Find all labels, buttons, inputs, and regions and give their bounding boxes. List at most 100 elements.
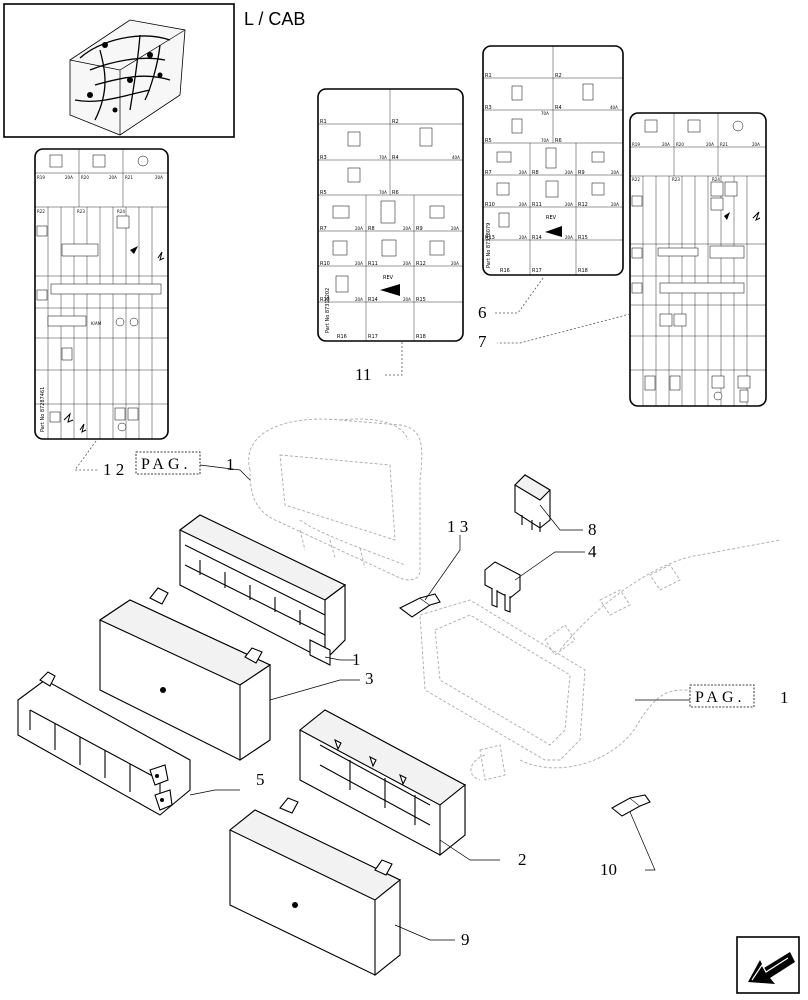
svg-text:R24: R24 [712, 177, 720, 182]
part-9-cover-lower [228, 797, 402, 977]
svg-text:R23: R23 [672, 177, 680, 182]
svg-text:20A: 20A [155, 175, 163, 180]
thumbnail-panel [3, 3, 235, 138]
svg-text:20A: 20A [565, 202, 573, 207]
svg-text:20A: 20A [403, 261, 411, 266]
callout-12: 1 2 [103, 460, 124, 479]
svg-text:R8: R8 [532, 170, 539, 176]
part-8-relay [514, 474, 551, 532]
svg-text:R20: R20 [676, 142, 684, 147]
svg-text:R21: R21 [125, 175, 133, 180]
page-reference-a[interactable]: PAG. 1 [135, 451, 235, 475]
svg-text:R19: R19 [632, 142, 640, 147]
relay-card-6: R1 R2 R3 70A R4 40A R5 70A R6 R7 20A R8 … [482, 45, 624, 276]
part-4-fuse [484, 561, 521, 613]
svg-text:20A: 20A [451, 261, 459, 266]
section-title: L / CAB [244, 9, 305, 29]
callout-7: 7 [478, 332, 487, 351]
callout-2: 2 [518, 850, 527, 869]
svg-text:1: 1 [780, 688, 789, 707]
svg-text:R6: R6 [392, 190, 399, 196]
svg-text:40A: 40A [610, 105, 618, 110]
kam-icon-label: K/AM [91, 321, 102, 326]
svg-text:R14: R14 [368, 297, 378, 303]
svg-text:R10: R10 [485, 202, 495, 208]
svg-text:R10: R10 [320, 261, 330, 267]
leader-card-7 [497, 313, 631, 344]
svg-text:70A: 70A [379, 190, 387, 195]
svg-text:R1: R1 [485, 73, 492, 79]
svg-text:Part No 87338079: Part No 87338079 [486, 223, 492, 268]
leader-card-6 [495, 277, 544, 314]
leader-2 [439, 839, 500, 861]
svg-text:R19: R19 [37, 175, 45, 180]
svg-text:R4: R4 [555, 105, 562, 111]
part-5-bracket [17, 671, 191, 816]
svg-text:R8: R8 [368, 226, 375, 232]
leader-5 [189, 789, 240, 796]
svg-text:R5: R5 [485, 138, 492, 144]
svg-text:R4: R4 [392, 155, 399, 161]
svg-text:20A: 20A [403, 226, 411, 231]
callout-10: 10 [600, 860, 617, 879]
relay-card-11: R1 R2 R3 70A R4 40A R5 70A R6 R7 20A R8 … [317, 88, 464, 342]
svg-text:R13: R13 [320, 297, 330, 303]
svg-text:R12: R12 [416, 261, 426, 267]
svg-text:R18: R18 [416, 334, 426, 340]
ghost-fuse-box-frame-lower [419, 539, 781, 781]
svg-text:R15: R15 [416, 297, 426, 303]
leader-card-12 [74, 440, 98, 471]
svg-text:20A: 20A [752, 142, 760, 147]
part-1-relay-holder [178, 514, 347, 666]
svg-text:R11: R11 [368, 261, 378, 267]
part-13-terminal [398, 593, 441, 618]
rev-icon-label: REV [546, 215, 557, 221]
svg-text:20A: 20A [662, 142, 670, 147]
part-2-relay-holder-lower [299, 709, 466, 857]
svg-text:R2: R2 [392, 119, 399, 125]
svg-text:70A: 70A [379, 155, 387, 160]
svg-text:R13: R13 [485, 235, 495, 241]
leader-4 [514, 551, 585, 581]
svg-text:1: 1 [226, 455, 235, 474]
svg-text:R3: R3 [485, 105, 492, 111]
svg-text:R17: R17 [368, 334, 378, 340]
svg-text:R22: R22 [37, 209, 45, 214]
svg-text:20A: 20A [519, 170, 527, 175]
svg-text:R14: R14 [532, 235, 542, 241]
svg-text:R20: R20 [81, 175, 89, 180]
leader-13 [424, 535, 461, 601]
svg-text:R2: R2 [555, 73, 562, 79]
svg-text:R17: R17 [532, 268, 542, 274]
svg-text:40A: 40A [452, 155, 460, 160]
svg-text:R12: R12 [578, 202, 588, 208]
svg-text:20A: 20A [355, 261, 363, 266]
cab-harness-thumbnail-illustration [69, 19, 186, 136]
fuse-icons [631, 119, 761, 403]
svg-text:R15: R15 [578, 235, 588, 241]
leader-9 [394, 924, 455, 941]
page-reference-b[interactable]: PAG. 1 [689, 684, 789, 708]
callout-1: 1 [352, 650, 361, 669]
leader-8 [539, 504, 583, 531]
svg-text:R23: R23 [77, 209, 85, 214]
svg-text:Part No 87318202: Part No 87318202 [325, 288, 331, 333]
part-3-cover-upper [98, 587, 272, 762]
svg-text:20A: 20A [611, 170, 619, 175]
fuse-card-12: R19 20A R20 20A R21 20A R22 R23 R24 K/AM… [34, 148, 169, 440]
svg-text:R6: R6 [555, 138, 562, 144]
callout-9: 9 [461, 930, 470, 949]
back-arrow-icon[interactable] [736, 936, 800, 994]
svg-text:R3: R3 [320, 155, 327, 161]
leader-10 [629, 811, 656, 871]
svg-text:R7: R7 [485, 170, 492, 176]
relay-icons [496, 83, 605, 237]
svg-text:R16: R16 [337, 334, 347, 340]
svg-text:20A: 20A [565, 170, 573, 175]
svg-text:R24: R24 [117, 209, 125, 214]
svg-text:R9: R9 [416, 226, 423, 232]
svg-text:20A: 20A [65, 175, 73, 180]
svg-text:R22: R22 [632, 177, 640, 182]
svg-text:20A: 20A [355, 297, 363, 302]
svg-text:20A: 20A [109, 175, 117, 180]
